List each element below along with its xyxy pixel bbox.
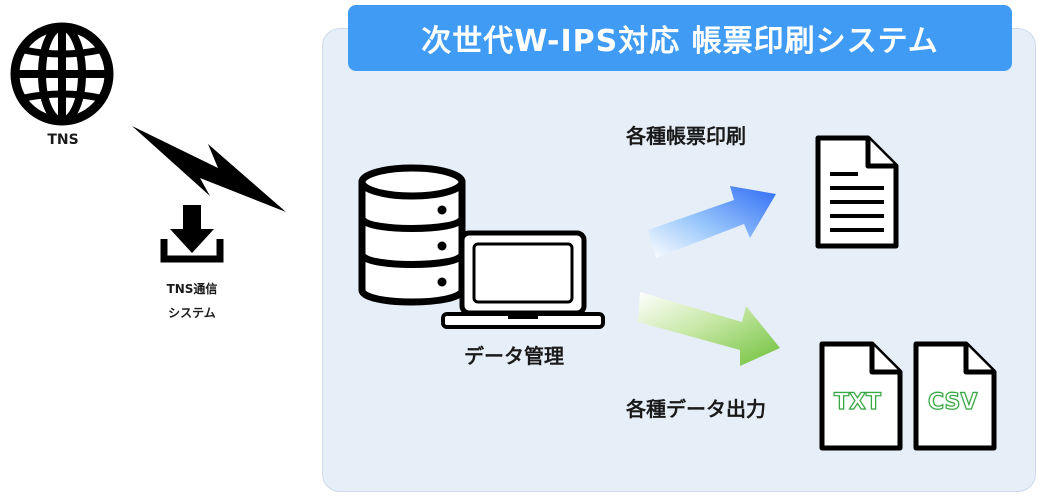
page-title: 次世代W-IPS対応 帳票印刷システム: [421, 24, 939, 59]
title-bar: 次世代W-IPS対応 帳票印刷システム: [348, 5, 1012, 71]
laptop-icon: [441, 230, 605, 329]
txt-label: TXT: [833, 389, 881, 415]
tns-comm-label-line2: システム: [168, 306, 216, 320]
globe-label: TNS: [47, 132, 79, 148]
data-management-label: データ管理: [464, 344, 564, 368]
globe-icon: [10, 22, 114, 126]
txt-file-icon: [819, 341, 903, 451]
tns-comm-label-line1: TNS通信: [166, 282, 218, 296]
tns-comm-label: TNS通信 システム: [150, 277, 234, 325]
print-arrow: [648, 186, 776, 258]
csv-label: CSV: [927, 389, 978, 415]
output-arrow: [638, 292, 780, 366]
document-icon: [815, 135, 899, 249]
output-label: 各種データ出力: [626, 397, 766, 421]
print-label: 各種帳票印刷: [626, 124, 746, 148]
lightning-bolt-icon: [132, 126, 286, 212]
download-icon: [160, 205, 224, 263]
csv-file-icon: [913, 341, 997, 451]
